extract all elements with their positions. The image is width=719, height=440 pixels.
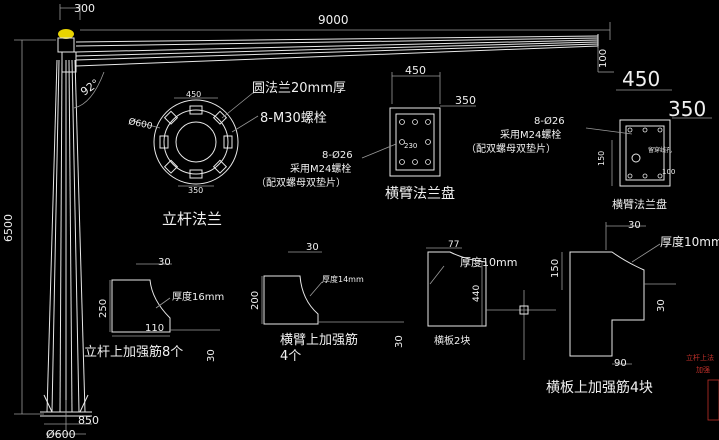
- cp-top: 77: [448, 240, 459, 250]
- rc-height: 250: [98, 299, 109, 318]
- afm-bolt: 采用M24螺栓: [290, 162, 351, 175]
- dim-arm-end: 100: [598, 49, 609, 68]
- rx-top: 30: [628, 220, 641, 231]
- rc-thickness: 厚度16mm: [172, 290, 224, 303]
- rc-label: 立杆上加强筋8个: [84, 344, 183, 360]
- arm-flange-plan-right: 450 350 留穿线孔 150 100 8-Ø26 采用M24螺栓 （配双螺母…: [466, 67, 712, 211]
- ra-top: 30: [306, 242, 319, 253]
- cp-label: 横板2块: [434, 334, 470, 347]
- edge-notes: 立杆上法 加强: [686, 353, 719, 421]
- ra-thickness: 厚度14mm: [322, 274, 364, 284]
- cf-diameter: Ø600: [127, 116, 153, 132]
- cf-note-thickness: 圆法兰20mm厚: [252, 81, 346, 96]
- cp-thickness: 厚度10mm: [460, 255, 517, 269]
- edge-note-2: 加强: [696, 365, 710, 374]
- rx-side: 30: [656, 299, 667, 312]
- dim-base-diameter: Ø600: [46, 428, 76, 440]
- cf-dim-450: 450: [186, 90, 201, 99]
- dim-base-850: 850: [78, 414, 99, 427]
- afm-title: 横臂法兰盘: [385, 185, 455, 202]
- cf-note-bolts: 8-M30螺栓: [260, 111, 327, 126]
- afr-dim-100: 100: [662, 168, 675, 176]
- pole-elevation: 300 6500 850 Ø600: [2, 2, 99, 440]
- arm-rib-detail: 30 200 厚度14mm 30 横臂上加强筋 4个: [250, 242, 405, 364]
- cp-height: 440: [472, 285, 482, 302]
- dim-top-300: 300: [74, 2, 95, 15]
- rc-top: 30: [158, 257, 171, 268]
- ra-label1: 横臂上加强筋: [280, 332, 358, 348]
- afr-title: 横臂法兰盘: [612, 197, 667, 211]
- rx-thickness: 厚度10mm: [660, 234, 719, 249]
- rx-label: 横板上加强筋4块: [546, 379, 653, 396]
- rx-height: 150: [550, 259, 561, 278]
- column-flange-plan: 450 350 Ø600 圆法兰20mm厚 8-M30螺栓 立杆法兰: [127, 81, 345, 228]
- cf-dim-350: 350: [188, 186, 203, 195]
- afr-hole: 8-Ø26: [534, 115, 565, 127]
- dim-pole-height: 6500: [2, 214, 15, 242]
- afr-washer: （配双螺母双垫片）: [466, 142, 556, 155]
- rc-bottom: 110: [145, 323, 164, 334]
- dim-arm-9000: 9000: [318, 13, 349, 27]
- afr-dim-150: 150: [597, 151, 606, 166]
- column-rib-detail: 30 250 110 厚度16mm 立杆上加强筋8个 30: [84, 257, 224, 362]
- ra-label2: 4个: [280, 349, 301, 364]
- afm-dim-450: 450: [405, 64, 426, 77]
- cross-plate-detail: 77 厚度10mm 440 横板2块: [426, 240, 556, 360]
- dim-angle: 92°: [78, 77, 101, 99]
- cross-rib-detail: 30 150 厚度10mm 30 90 横板上加强筋4块: [546, 220, 719, 396]
- afm-center: 230: [404, 142, 417, 150]
- afr-dim-450: 450: [622, 67, 660, 91]
- edge-note-1: 立杆上法: [686, 353, 714, 362]
- afm-washer: （配双螺母双垫片）: [256, 176, 346, 189]
- ra-height: 200: [250, 291, 261, 310]
- pole-head: [57, 37, 75, 53]
- afm-dim-350: 350: [455, 94, 476, 107]
- afr-bolt: 采用M24螺栓: [500, 128, 561, 141]
- arm-flange-plan-middle: 450 350 230 8-Ø26 采用M24螺栓 （配双螺母双垫片） 横臂法兰…: [256, 64, 476, 202]
- pole-cap: [58, 29, 74, 39]
- rc-side: 30: [206, 349, 217, 362]
- afr-dim-350: 350: [668, 97, 706, 121]
- afm-hole: 8-Ø26: [322, 149, 353, 161]
- rx-bottom: 90: [614, 358, 627, 369]
- ra-side: 30: [394, 335, 405, 348]
- cf-title: 立杆法兰: [162, 210, 222, 228]
- afr-wire-hole: 留穿线孔: [648, 146, 672, 154]
